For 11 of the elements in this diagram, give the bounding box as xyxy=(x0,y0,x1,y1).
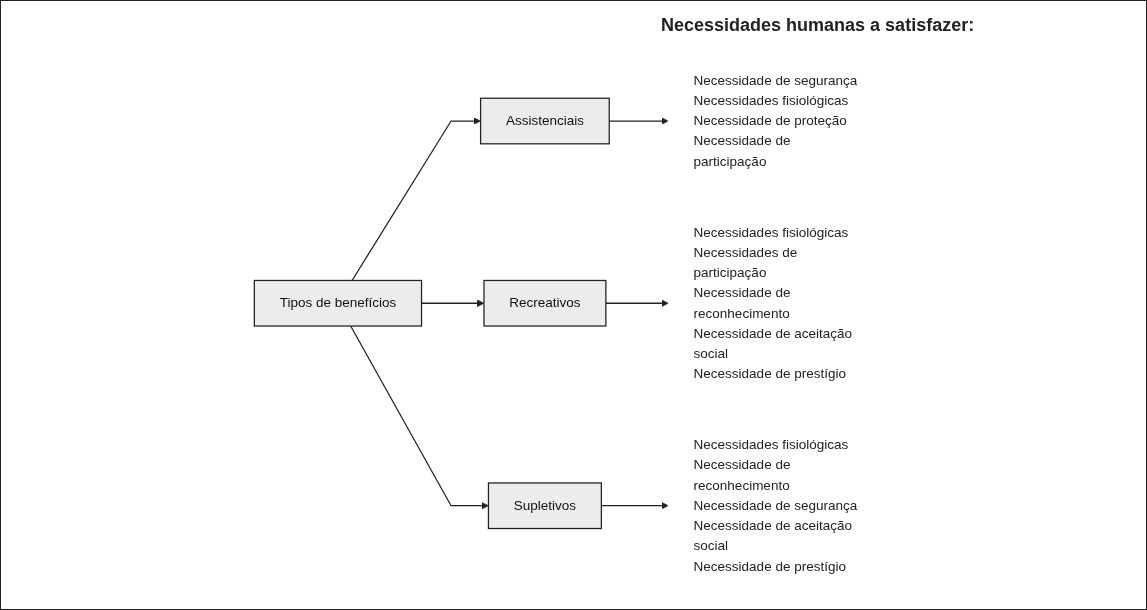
node-box: Tipos de benefícios xyxy=(253,279,423,327)
node-box: Recreativos xyxy=(483,279,607,327)
node-text: Necessidades fisiológicas Necessidade de reconhecimento Necessidade de segurança Necessidade de aceitação social Necessidade de prestígio xyxy=(693,437,858,574)
node-text: Necessidade de segurança Necessidades fisiológicas Necessidade de proteção Necessidade de participação xyxy=(693,72,858,169)
arrow xyxy=(350,325,489,510)
arrow xyxy=(605,299,669,307)
node-text: Necessidades fisiológicas Necessidades de participação Necessidade de reconhecimento Necessidade de aceitação social Necessidade de prestígio xyxy=(693,224,852,381)
arrow xyxy=(351,117,481,282)
node-box: Supletivos xyxy=(487,482,602,530)
list-heading: Necessidades humanas a satisfazer: xyxy=(661,15,975,36)
node-box: Assistenciais xyxy=(479,97,610,145)
